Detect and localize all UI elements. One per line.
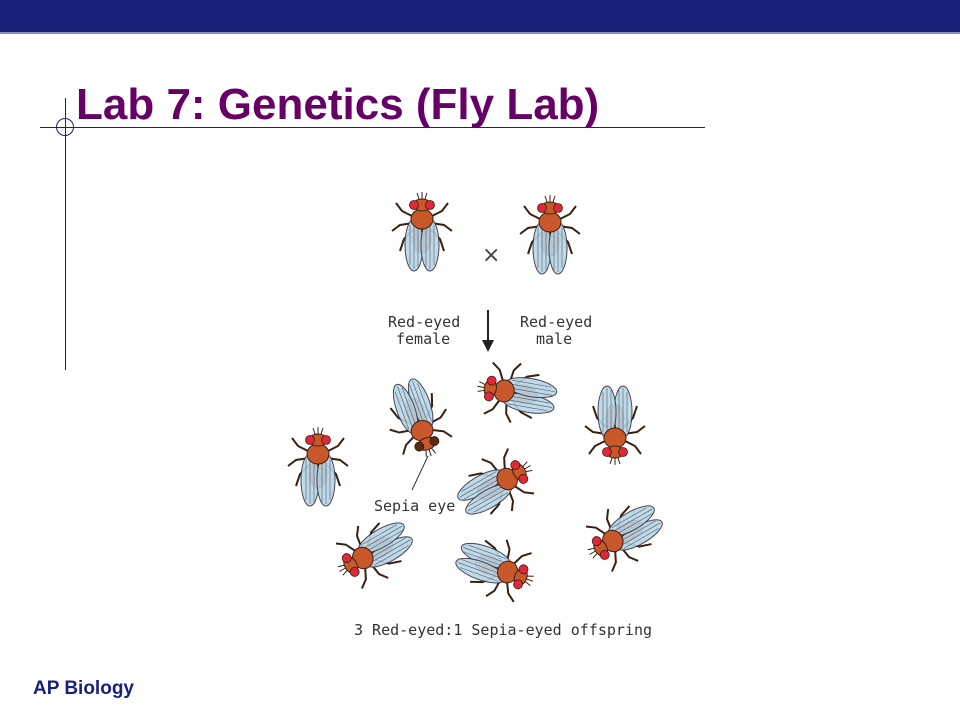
title-rule: [40, 127, 705, 128]
fly-cross-diagram: × Red-eyed female Red-eyed male: [270, 170, 690, 650]
margin-rule: [65, 98, 66, 370]
offspring-fly-icon: [323, 505, 424, 599]
parent-female-fly-icon: [391, 191, 453, 272]
footer-course-label: AP Biology: [33, 678, 134, 699]
fly-cross-svg: × Red-eyed female Red-eyed male: [287, 191, 674, 639]
header-divider: [0, 32, 960, 34]
cross-symbol: ×: [482, 243, 500, 268]
sepia-eye-label: Sepia eye: [374, 497, 455, 515]
male-label-line1: Red-eyed: [520, 313, 592, 331]
offspring-ratio-caption: 3 Red-eyed:1 Sepia-eyed offspring: [354, 621, 652, 639]
offspring-fly-icon: [375, 370, 461, 468]
offspring-fly-icon: [573, 488, 674, 582]
offspring-fly-icon: [584, 385, 646, 466]
header-bar: [0, 0, 960, 32]
male-label-line2: male: [536, 330, 572, 348]
parent-male-fly-icon: [519, 194, 581, 275]
page-title: Lab 7: Genetics (Fly Lab): [76, 80, 600, 129]
female-label-line2: female: [396, 330, 450, 348]
arrow-down-icon: [482, 310, 494, 352]
offspring-fly-icon: [447, 525, 545, 611]
rule-crosshair: [56, 118, 74, 136]
female-label-line1: Red-eyed: [388, 313, 460, 331]
sepia-pointer-line: [411, 455, 429, 491]
offspring-fly-icon: [287, 426, 349, 507]
offspring-fly-icon: [471, 355, 562, 431]
offspring-fly-icon: [446, 438, 547, 532]
